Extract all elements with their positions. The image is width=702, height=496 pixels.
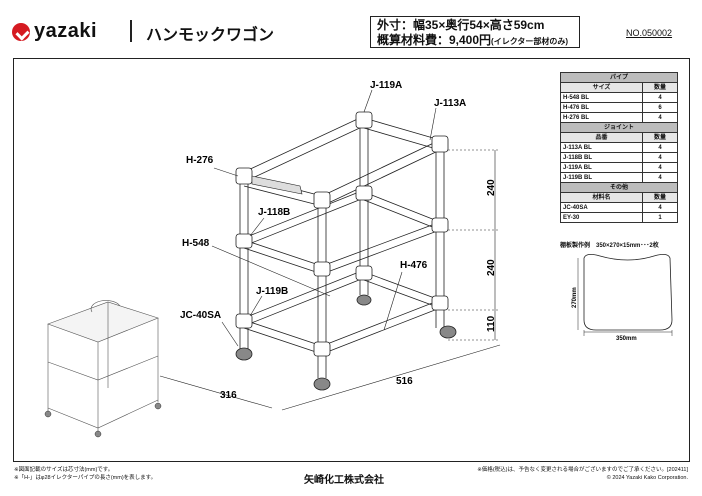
shelf-width-dimension xyxy=(583,330,673,336)
shelf-outline xyxy=(583,254,673,331)
logo-mark-icon xyxy=(12,22,30,41)
drawing-frame xyxy=(13,58,690,462)
preview-drawing xyxy=(47,300,159,432)
pipe-header-size: サイズ xyxy=(560,82,643,93)
dim-height-2: 240 xyxy=(486,259,497,276)
pipe-header-qty: 数量 xyxy=(642,82,678,93)
dim-height-1: 240 xyxy=(486,179,497,196)
footer-note-3: ※価格(税込)は、予告なく変更される場合がございますのでご了承ください。[202… xyxy=(477,467,688,473)
doc-number: NO.050002 xyxy=(626,28,673,38)
footer-note-1: ※図面記載のサイズは芯寸法(mm)です。 xyxy=(14,467,114,473)
price-label: 概算材料費：9,400円 xyxy=(377,33,492,47)
label-j113a: J-113A xyxy=(434,98,466,109)
copyright: © 2024 Yazaki Kako Corporation. xyxy=(606,475,688,481)
other-section-title: その他 xyxy=(560,182,678,193)
joints xyxy=(235,111,449,357)
logo-text: yazaki xyxy=(34,20,98,42)
joint-section-title: ジョイント xyxy=(560,122,678,133)
label-h476: H-476 xyxy=(400,260,428,271)
hammock-fabric xyxy=(251,175,303,195)
shelf-note: 棚板製作例 350×270×15mm･･･2枚 xyxy=(560,243,659,249)
frame-pipes xyxy=(239,115,445,378)
shelf-width-label: 350mm xyxy=(616,336,637,342)
pipe-section-title: パイプ xyxy=(560,72,678,83)
product-title: ハンモックワゴン xyxy=(146,27,275,44)
label-j119a: J-119A xyxy=(370,80,402,91)
spec-box: 外寸：幅35×奥行54×高さ59cm 概算材料費：9,400円(イレクター部材の… xyxy=(370,16,580,48)
casters xyxy=(235,294,457,391)
dim-depth: 516 xyxy=(396,376,413,387)
label-j119b: J-119B xyxy=(256,286,288,297)
joint-header-qty: 数量 xyxy=(642,132,678,143)
label-j118b: J-118B xyxy=(258,207,290,218)
label-h276: H-276 xyxy=(186,155,214,166)
footer-note-2: ※「H-」はφ28イレクターパイプの長さ(mm)を表します。 xyxy=(14,475,157,481)
dim-height-3: 110 xyxy=(486,315,497,332)
label-h548: H-548 xyxy=(182,238,210,249)
other-header-material: 材料名 xyxy=(560,192,643,203)
label-jc40sa: JC-40SA xyxy=(180,310,221,321)
footer-notes-left: ※図面記載のサイズは芯寸法(mm)です。 ※「H-」はφ28イレクターパイプの長… xyxy=(14,466,156,482)
size-label: 外寸：幅35×奥行54×高さ59cm xyxy=(377,18,545,32)
shelf-height-label: 270mm xyxy=(572,287,578,308)
company-name: 矢崎化工株式会社 xyxy=(304,475,384,486)
footer-notes-right: ※価格(税込)は、予告なく変更される場合がございますのでご了承ください。[202… xyxy=(430,466,688,482)
header-divider xyxy=(130,20,132,42)
leader-lines xyxy=(159,89,501,411)
preview-casters xyxy=(44,402,162,438)
joint-header-part: 品番 xyxy=(560,132,643,143)
price-line: 概算材料費：9,400円(イレクター部材のみ) xyxy=(377,33,573,49)
dim-width: 316 xyxy=(220,390,237,401)
company-logo: yazaki xyxy=(12,20,97,43)
other-header-qty: 数量 xyxy=(642,192,678,203)
price-note: (イレクター部材のみ) xyxy=(491,37,569,46)
